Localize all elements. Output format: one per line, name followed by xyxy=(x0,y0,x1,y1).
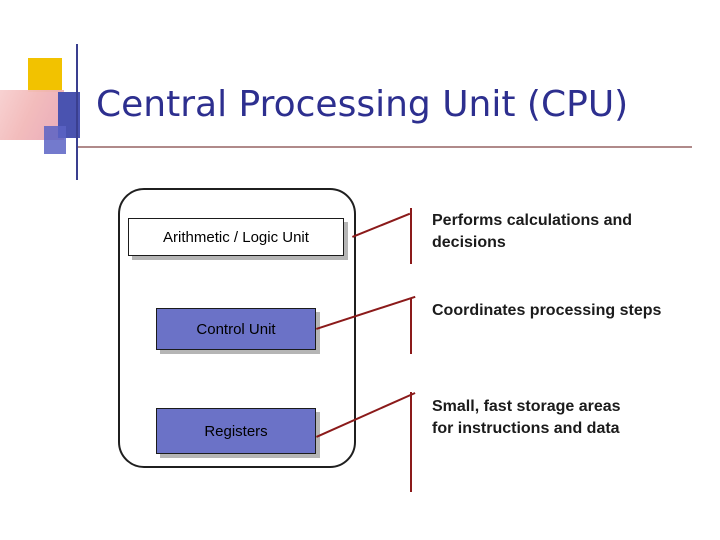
unit-label: Registers xyxy=(204,422,268,440)
description-alu: Performs calculations and decisions xyxy=(432,212,633,251)
blue-rectangle-small-icon xyxy=(44,126,66,154)
page-title: Central Processing Unit (CPU) xyxy=(96,84,629,125)
description-control-unit: Coordinates processing steps xyxy=(432,302,662,319)
connector-alu-diagonal xyxy=(352,212,411,238)
description-registers: Small, fast storage areas for instructio… xyxy=(432,398,621,437)
vertical-divider xyxy=(76,44,78,180)
unit-registers[interactable]: Registers xyxy=(156,408,316,454)
unit-label: Arithmetic / Logic Unit xyxy=(163,228,309,246)
title-underline xyxy=(78,146,692,148)
connector-control-vertical xyxy=(410,298,412,354)
unit-control-unit[interactable]: Control Unit xyxy=(156,308,316,350)
cpu-boundary xyxy=(118,188,356,468)
decorative-corner-graphic xyxy=(0,30,96,180)
yellow-square-icon xyxy=(28,58,62,92)
unit-label: Control Unit xyxy=(196,320,276,338)
connector-alu-vertical xyxy=(410,208,412,264)
unit-arithmetic-logic-unit[interactable]: Arithmetic / Logic Unit xyxy=(128,218,344,256)
connector-registers-vertical xyxy=(410,392,412,492)
